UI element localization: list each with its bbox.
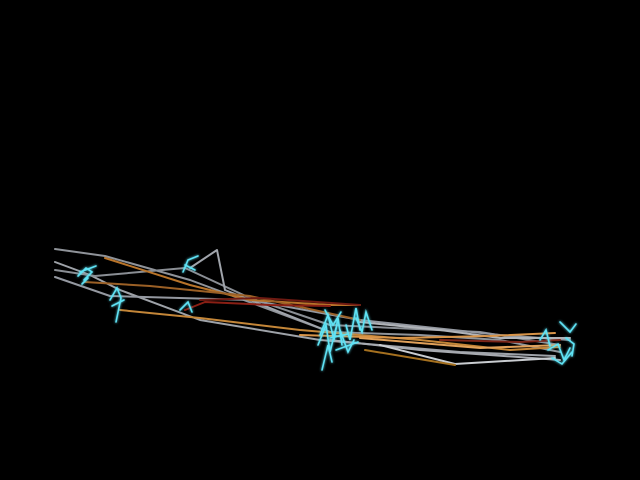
marker-cluster-center <box>317 307 373 371</box>
marker-cluster-upper <box>182 255 199 273</box>
marker-cluster-right <box>539 321 577 366</box>
trajectory-line <box>199 297 361 306</box>
marker-cluster-left <box>77 265 97 285</box>
trajectory-line <box>84 281 361 321</box>
marker-cluster-mid <box>179 300 193 313</box>
trajectory-lines <box>54 248 571 366</box>
trajectory-line <box>359 337 561 349</box>
trajectory-line <box>359 321 571 339</box>
trajectory-line <box>189 249 331 333</box>
marker-cluster-lower-left <box>109 286 125 323</box>
trajectory-line <box>439 339 561 343</box>
trajectory-line <box>119 309 561 351</box>
cyan-marker-clusters <box>77 255 577 371</box>
trajectory-line <box>184 301 331 311</box>
trajectory-line <box>104 257 361 306</box>
trajectory-line <box>364 349 456 366</box>
trajectory-line <box>329 339 561 361</box>
